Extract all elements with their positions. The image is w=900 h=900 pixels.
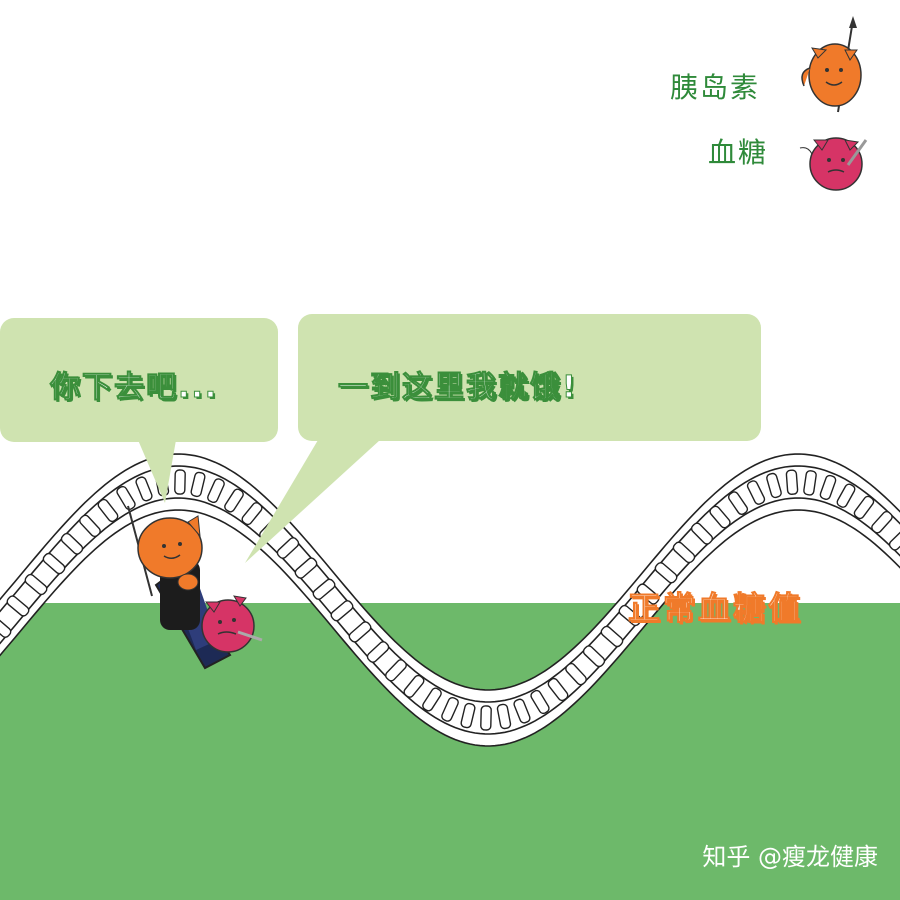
track-tie	[207, 478, 225, 504]
track-tie	[547, 677, 569, 702]
track-tie	[836, 483, 856, 508]
track-tie	[672, 541, 696, 564]
track-tie	[24, 573, 48, 596]
track-tie	[60, 532, 84, 555]
left-bubble-text: 你下去吧...	[49, 370, 219, 406]
track-tie	[460, 702, 476, 729]
track-tie	[785, 469, 799, 495]
track-tie	[348, 621, 372, 643]
track-tie	[565, 662, 587, 686]
track-ties	[0, 469, 900, 731]
track-rail	[0, 465, 900, 703]
legend-blood-sugar-icon	[799, 137, 868, 191]
track-tie	[42, 552, 66, 575]
right-bubble-text: 一到这里我就饿!	[338, 370, 578, 406]
track-tie	[636, 583, 660, 605]
track-tie	[513, 698, 531, 724]
legend-insulin-icon	[801, 16, 862, 113]
track-tie	[403, 674, 425, 698]
track-tie	[582, 645, 606, 668]
watermark: 知乎 @瘦龙健康	[702, 843, 878, 871]
track-tie	[385, 659, 407, 682]
blood-sugar-rider	[201, 595, 263, 653]
track-tie	[422, 687, 442, 712]
track-tie	[312, 578, 336, 600]
track-tie	[116, 485, 136, 511]
track-tie	[496, 703, 512, 730]
track-tie	[853, 495, 875, 520]
track-tie	[690, 522, 714, 545]
track-rail	[0, 497, 900, 735]
track-tie	[441, 696, 459, 722]
track-tie	[0, 616, 12, 638]
track-tie	[6, 595, 30, 617]
track-tie	[871, 510, 893, 534]
track-tie	[174, 469, 186, 495]
right-speech-bubble	[298, 314, 761, 441]
track-tie	[727, 491, 749, 516]
track-tie	[366, 641, 390, 663]
track-tie	[224, 488, 244, 513]
track-tie	[618, 604, 642, 627]
green-ground	[0, 603, 900, 900]
track-tie	[709, 505, 731, 529]
legend-blood-sugar-label: 血糖	[708, 136, 769, 169]
track-tie	[330, 600, 354, 622]
track-tie	[97, 498, 119, 523]
track-tie	[746, 480, 766, 505]
track-tie	[530, 689, 550, 715]
track-rail	[0, 509, 900, 747]
normal-blood-sugar-label: 正常血糖值	[627, 589, 804, 628]
track-tie	[654, 562, 678, 584]
track-tie	[600, 625, 624, 648]
track-rail	[0, 453, 900, 691]
left-speech-bubble	[0, 318, 278, 442]
track-tie	[803, 470, 817, 496]
track-tie	[241, 502, 263, 526]
track-tie	[819, 474, 837, 500]
track-tie	[480, 705, 492, 731]
track-tie	[79, 514, 101, 538]
track-tie	[294, 557, 318, 579]
insulin-rider	[127, 505, 203, 630]
track-tie	[276, 537, 300, 559]
legend-insulin-label: 胰岛素	[670, 71, 761, 104]
track-tie	[135, 476, 153, 502]
track-tie	[766, 472, 782, 499]
track-tie	[190, 471, 206, 498]
